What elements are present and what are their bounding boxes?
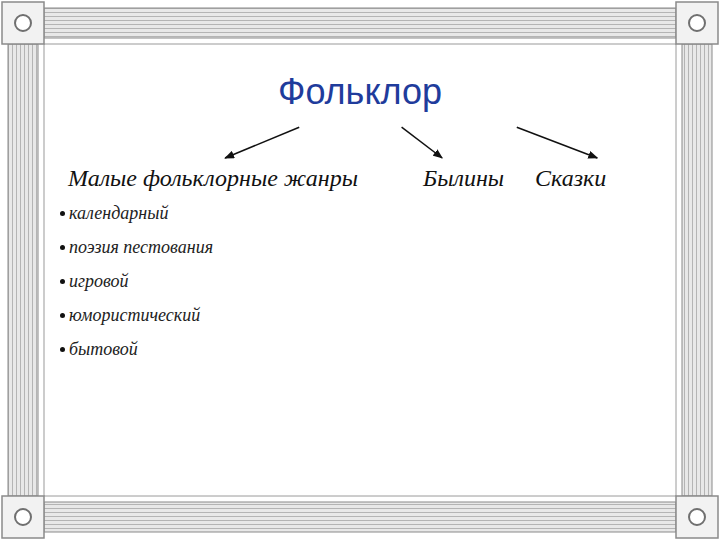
list-item: игровой	[60, 271, 129, 293]
arrow-connector	[225, 127, 299, 158]
arrow-connector	[402, 127, 443, 158]
list-text: юмористический	[69, 305, 200, 327]
list-text: поэзия пестования	[69, 237, 213, 259]
list-text: календарный	[69, 203, 168, 225]
list-text: бытовой	[69, 339, 138, 361]
genre-heading: Былины	[417, 158, 510, 199]
arrow-connector	[517, 127, 597, 158]
node-text: Малые фольклорные жанры	[68, 164, 358, 193]
list-item: календарный	[60, 203, 168, 225]
genre-heading: Малые фольклорные жанры	[62, 158, 364, 199]
bullet-dot	[60, 245, 65, 250]
bullet-dot	[60, 313, 65, 318]
list-text: игровой	[69, 271, 129, 293]
genre-heading: Сказки	[529, 158, 612, 199]
node-text: Былины	[423, 164, 504, 193]
list-item: поэзия пестования	[60, 237, 213, 259]
list-item: юмористический	[60, 305, 200, 327]
node-text: Сказки	[535, 164, 606, 193]
bullet-dot	[60, 279, 65, 284]
root-heading: Фольклор	[200, 70, 520, 127]
bullet-dot	[60, 347, 65, 352]
bullet-dot	[60, 211, 65, 216]
node-text: Фольклор	[200, 70, 520, 113]
list-item: бытовой	[60, 339, 138, 361]
